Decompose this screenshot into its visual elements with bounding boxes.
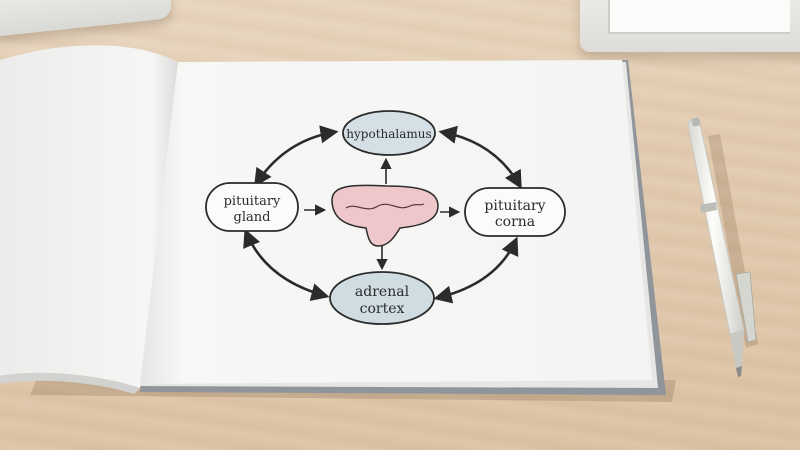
node-pituitary-corna-line2: corna [495, 214, 535, 230]
pen-band [700, 202, 717, 213]
arrow-top-left [253, 125, 339, 188]
diagram-arrows [243, 125, 522, 304]
left-page [0, 45, 178, 389]
node-pituitary-corna [464, 187, 566, 237]
pen-tip-cone [730, 330, 744, 368]
pituitary-shape [331, 184, 439, 247]
left-page-edge [0, 372, 140, 394]
node-pituitary-gland-line2: gland [234, 210, 271, 225]
pituitary-wave [345, 203, 425, 210]
monitor-base [580, 0, 800, 52]
pen-clicker [691, 117, 701, 127]
arrow-top-right [438, 125, 522, 190]
node-hypothalamus-label: hypothalamus [346, 127, 431, 141]
node-pituitary-corna-line1: pituitary [484, 198, 545, 214]
pen-clip [735, 271, 757, 343]
monitor-screen [608, 0, 790, 34]
arrow-bottom-right [433, 236, 519, 304]
center-arrows [304, 157, 461, 271]
node-pituitary-gland [205, 182, 299, 232]
pen-tip [736, 366, 742, 377]
node-adrenal-cortex-line1: adrenal [355, 284, 410, 300]
arrow-bottom-left [243, 228, 330, 302]
node-hypothalamus [342, 110, 436, 156]
node-pituitary-gland-line1: pituitary [224, 194, 281, 209]
pen [687, 117, 758, 377]
node-adrenal-cortex-line2: cortex [360, 301, 405, 317]
node-adrenal-cortex [329, 271, 435, 325]
